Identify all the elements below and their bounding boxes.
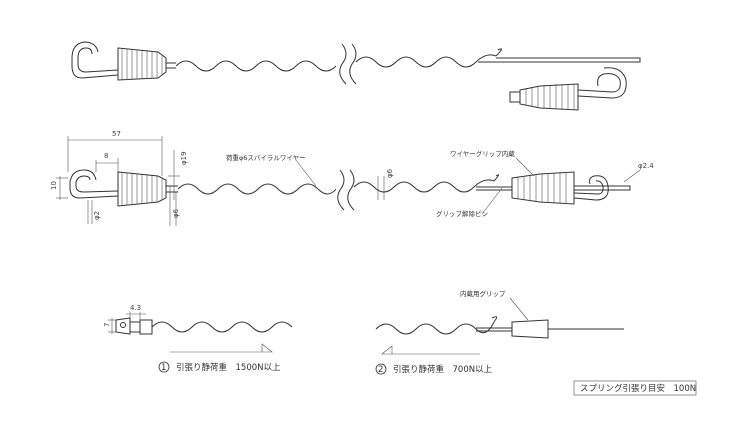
note-text: スプリング引張り目安 100N xyxy=(580,383,696,394)
top-spring-body xyxy=(117,47,167,81)
dim-phi6-left: φ6 xyxy=(172,208,180,218)
caption-2: 引張り静荷重 700N以上 xyxy=(393,364,493,375)
label-spiral-wire: 荷重φ6スパイラルワイヤー xyxy=(226,153,306,162)
caption-1: 引張り静荷重 1500N以上 xyxy=(176,362,281,373)
caption-2-circle xyxy=(375,363,387,375)
middle-assembly: 57 8 10 φ2 φ19 φ6 φ6 φ2.4 荷重φ6スパイラルワイヤー … xyxy=(50,130,654,226)
top-spring-coils xyxy=(121,49,163,80)
label-grip-release-pin: グリップ解除ピン xyxy=(436,209,488,218)
caption-2-number: 2 xyxy=(378,365,383,375)
arrow-1 xyxy=(170,343,273,353)
inner-grip-body xyxy=(511,319,549,339)
top-spiral-wire xyxy=(175,60,337,72)
label-inner-grip: 内蔵用グリップ xyxy=(460,289,506,298)
top-right-grip xyxy=(509,67,627,111)
mid-grip-body xyxy=(511,171,575,205)
dim-phi19: φ19 xyxy=(180,151,188,165)
mid-hook xyxy=(69,169,119,199)
label-wire-grip-inner: ワイヤーグリップ内蔵 xyxy=(450,149,515,158)
mid-spring-body xyxy=(117,171,167,207)
mid-spiral-wire xyxy=(177,183,337,195)
note-box: スプリング引張り目安 100N xyxy=(573,380,697,396)
arrow-2 xyxy=(381,345,480,355)
dim-8: 8 xyxy=(104,152,108,160)
leader-lines xyxy=(295,157,535,215)
dim-4-3: 4.3 xyxy=(130,304,141,312)
dim-7: 7 xyxy=(103,323,111,327)
dim-57: 57 xyxy=(112,130,121,138)
caption-1-number: 1 xyxy=(161,363,166,373)
mid-right-hook xyxy=(573,175,609,201)
dimension-lines xyxy=(56,136,641,226)
mid-break-mark xyxy=(337,169,355,211)
top-straight-wire xyxy=(478,57,641,63)
caption-1-circle xyxy=(158,361,170,373)
detail-2: 内蔵用グリップ 2 引張り静荷重 700N以上 xyxy=(375,289,624,375)
dim-phi24: φ2.4 xyxy=(638,162,654,170)
dim-phi6-mid: φ6 xyxy=(386,168,394,178)
dim-phi2: φ2 xyxy=(93,211,101,220)
top-break-mark xyxy=(339,43,357,85)
detail-1: 4.3 7 1 引張り静荷重 1500N以上 xyxy=(103,304,293,373)
mid-spring-coils xyxy=(121,173,163,205)
dim-10: 10 xyxy=(50,181,58,190)
top-hook xyxy=(71,41,119,79)
top-assembly xyxy=(71,41,641,85)
